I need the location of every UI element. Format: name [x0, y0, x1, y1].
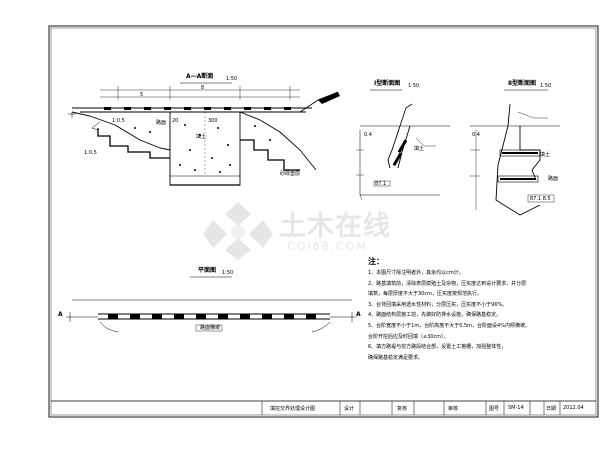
type-i-section-scale: 1:50	[408, 83, 420, 89]
note-line: 台阶开挖后应及时回填（≤30cm）。	[368, 333, 449, 340]
type-i-section-title: Ⅰ型断面图	[374, 80, 401, 87]
type-i-fill-label: 填土	[414, 146, 425, 152]
date-label: 日期	[546, 406, 557, 412]
aa-section-drawing	[68, 82, 340, 186]
watermark: 土木在线 COI88.COM	[203, 200, 418, 260]
type-i-top-dim: 0.4	[364, 132, 372, 138]
review-label: 复核	[397, 406, 408, 412]
type-ii-label-1: 填土	[540, 152, 551, 158]
drawing-no-label: 图号	[489, 406, 500, 412]
aa-dim-top: 8	[201, 85, 205, 91]
drawing-name: 填挖交界处理设计图	[270, 406, 316, 412]
plan-view-title: 平面图	[198, 267, 217, 274]
sheet-frame	[48, 25, 599, 418]
aa-dim-total: 5	[140, 92, 144, 98]
plan-view-scale: 1:50	[222, 270, 234, 276]
inner-frame	[50, 27, 597, 416]
watermark-text: 土木在线	[279, 211, 391, 242]
watermark-logo-icon	[203, 202, 273, 260]
note-line: 3、台背回填采用透水性材料，分层压实，压实度不小于96%。	[368, 301, 508, 308]
type-i-elevation: 87.1	[375, 181, 387, 187]
notes-block: 注： 1、本图尺寸除注明者外，其余均以cm计。 2、路基填筑前，清除表层腐殖土及…	[368, 256, 568, 363]
plan-marker-left: A	[58, 311, 63, 318]
type-ii-section-drawing	[470, 89, 560, 216]
aa-label-bottom: 砂砾垫层	[280, 171, 301, 177]
note-line: 5、台阶宽度不小于1m，台阶高度不大于0.5m，台阶面设4%内倾横坡。	[368, 322, 530, 329]
aa-dim-a: 300	[208, 118, 218, 124]
type-ii-label-2: 路面	[548, 176, 559, 182]
note-line: 4、路面结构层施工前，先做好防排水设施，确保路基稳定。	[368, 312, 502, 319]
note-line: 2、路基填筑前，清除表层腐殖土及杂物，压实度达到设计要求，并分层	[368, 280, 527, 287]
notes-heading: 注：	[368, 257, 384, 266]
drawing-number: SM-14	[508, 405, 524, 411]
aa-section-scale: 1:50	[226, 76, 238, 82]
aa-slope-left-lower: 1:0.5	[84, 150, 97, 156]
note-line: 6、填方路堤与挖方路段结合部，设置土工格栅，加强整体性，	[368, 344, 507, 351]
drawing-date: 2012.04	[563, 405, 584, 411]
title-block-lines	[51, 400, 596, 415]
aa-dim-b: 20	[172, 118, 179, 124]
type-ii-section-title: Ⅱ型断面图	[508, 80, 536, 87]
type-ii-top-dim: 0.4	[472, 132, 480, 138]
watermark-url: COI88.COM	[287, 240, 368, 253]
note-line: 确保路基稳定满足要求。	[368, 354, 424, 361]
type-ii-elevation: 87.1 8.5	[530, 196, 551, 202]
note-line: 1、本图尺寸除注明者外，其余均以cm计。	[368, 270, 464, 276]
plan-view-drawing	[66, 276, 356, 333]
type-ii-section-scale: 1:50	[540, 83, 552, 89]
aa-slope-left: 1:0.5	[112, 118, 125, 124]
approve-label: 审核	[448, 406, 459, 412]
design-label: 设计	[344, 406, 355, 412]
aa-section-title: A—A断面	[186, 73, 214, 80]
aa-label-fill: 填土	[196, 134, 207, 140]
plan-label: 路面横坡	[200, 325, 221, 331]
plan-marker-right: A	[356, 311, 361, 318]
note-line: 填筑，每层厚度不大于30cm，压实度按规范执行。	[368, 291, 482, 298]
aa-label-mid: 路面	[156, 120, 167, 126]
type-i-section-drawing	[356, 89, 450, 201]
